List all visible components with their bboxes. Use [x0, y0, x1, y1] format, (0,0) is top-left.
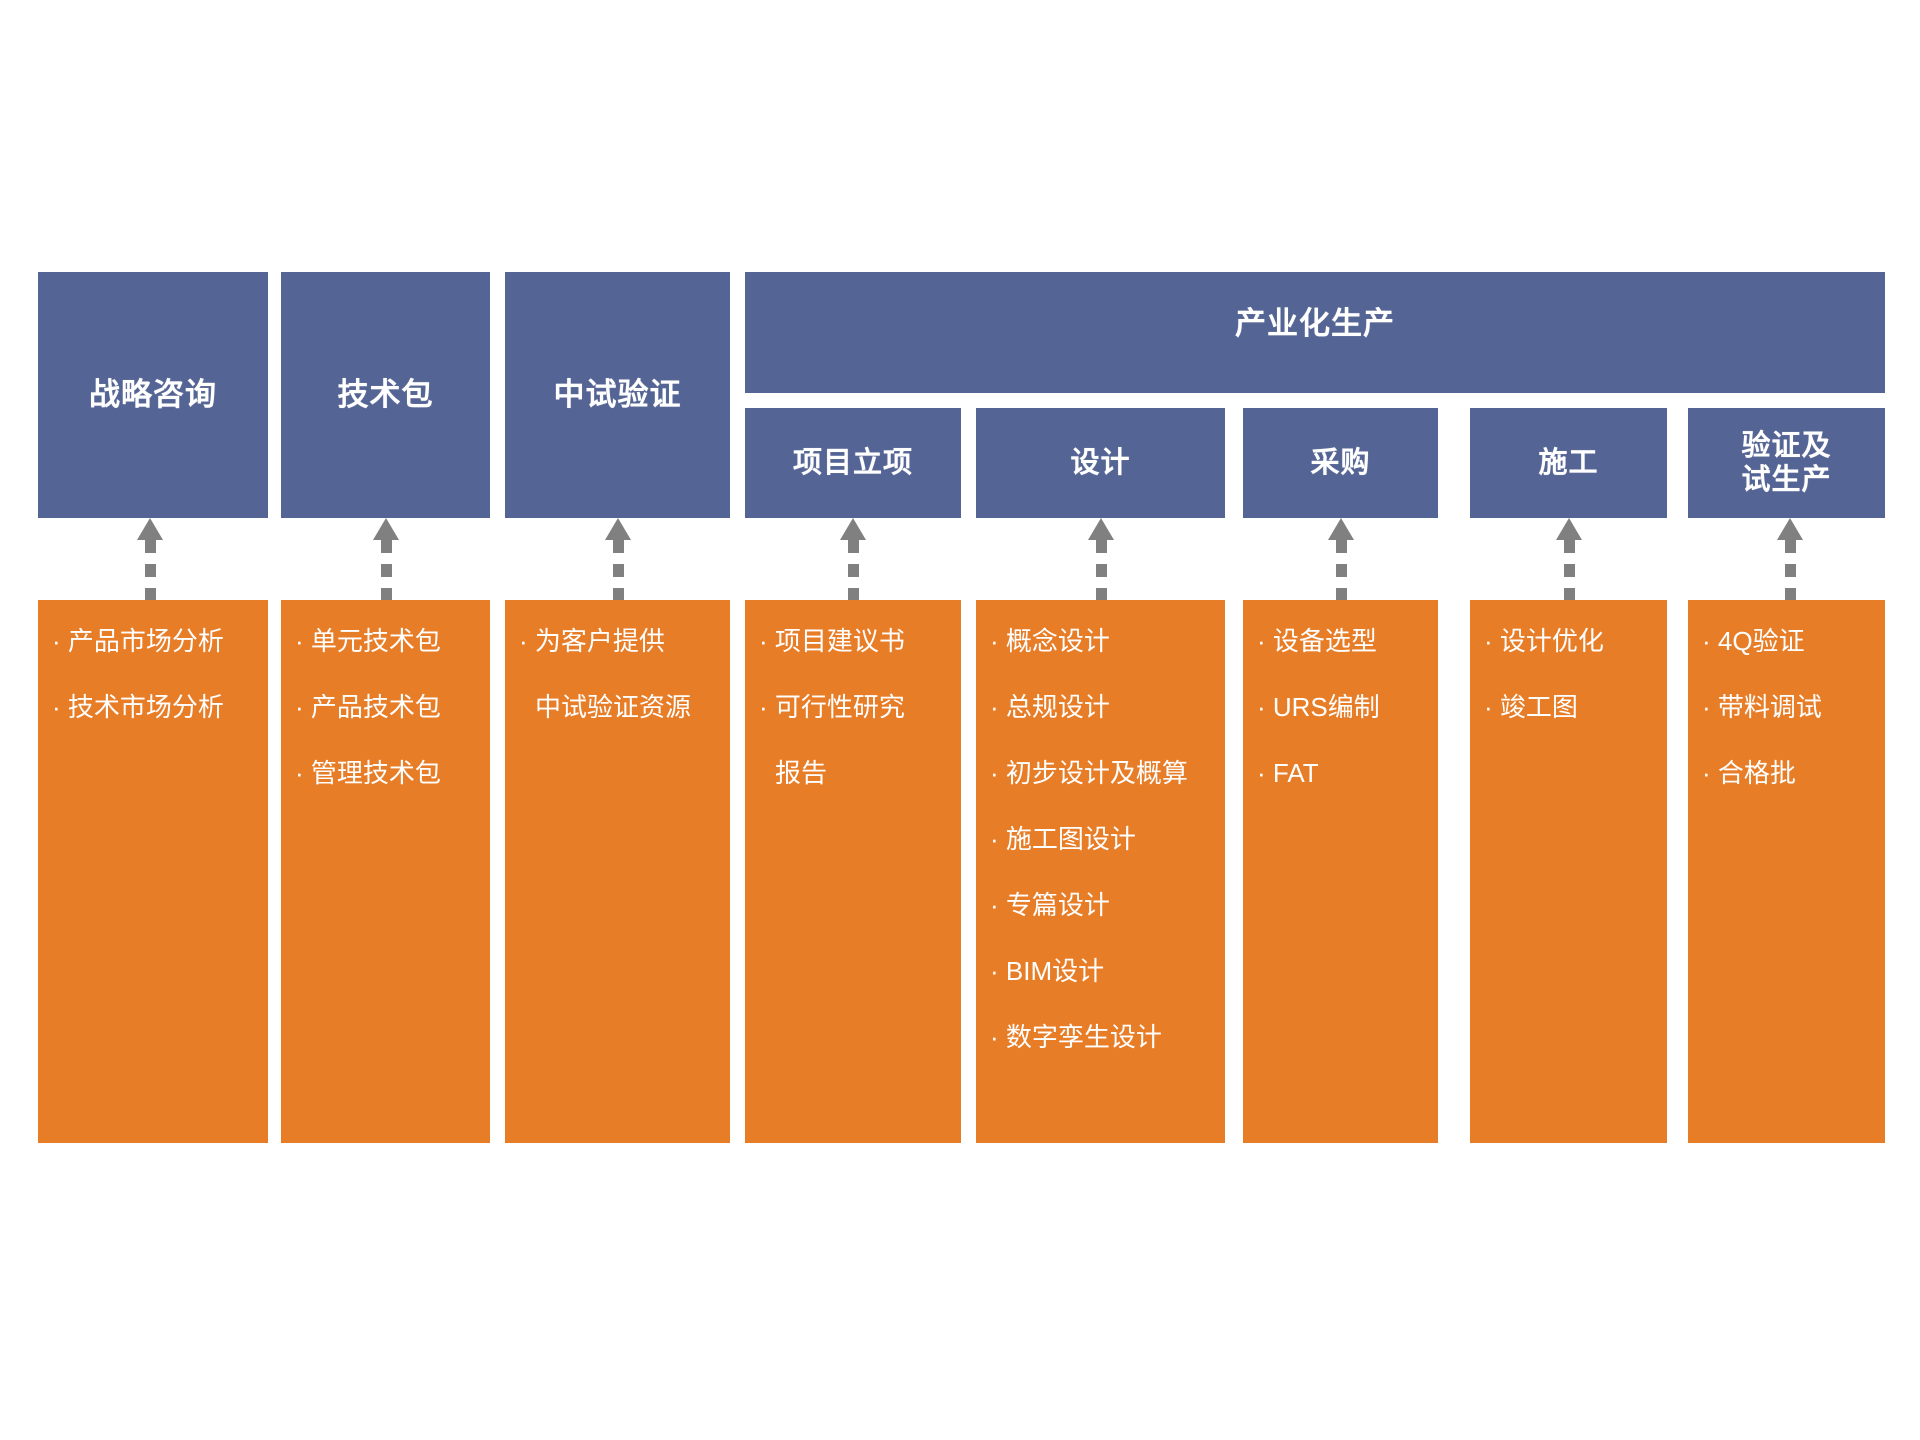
- stage-details-technology-package[interactable]: · 单元技术包 · 产品技术包 · 管理技术包: [281, 600, 490, 1143]
- list-item: · 可行性研究: [759, 692, 905, 722]
- list-item: · 数字孪生设计: [990, 1022, 1162, 1052]
- industrialization-banner-label: 产业化生产: [1235, 306, 1395, 341]
- list-item: · 专篇设计: [990, 890, 1110, 920]
- list-item: · 技术市场分析: [52, 692, 224, 722]
- stage-header-label: 设计: [1070, 446, 1131, 479]
- stage-header-label-line2: 试生产: [1741, 464, 1832, 496]
- list-item: · 施工图设计: [990, 824, 1136, 854]
- stage-header-validation-trial-production[interactable]: 验证及 试生产: [1688, 408, 1885, 518]
- stage-header-technology-package[interactable]: 技术包: [281, 272, 490, 518]
- stage-details-validation-trial-production[interactable]: · 4Q验证 · 带料调试 · 合格批: [1688, 600, 1885, 1143]
- stage-header-label: 技术包: [337, 376, 434, 412]
- detail-list: · 4Q验证 · 带料调试 · 合格批: [1688, 628, 1885, 786]
- arrow-head-icon: [605, 518, 631, 540]
- stage-details-pilot-verification[interactable]: · 为客户提供 中试验证资源: [505, 600, 730, 1143]
- list-item: · 竣工图: [1484, 692, 1578, 722]
- detail-list: · 设备选型 · URS编制 · FAT: [1243, 628, 1438, 786]
- stage-header-label-line1: 验证及: [1741, 429, 1832, 462]
- stage-header-label: 验证及 试生产: [1741, 429, 1831, 497]
- stage-header-label: 采购: [1310, 446, 1371, 479]
- list-item: · 概念设计: [990, 626, 1110, 656]
- list-item: · 初步设计及概算: [990, 758, 1188, 788]
- list-item: 中试验证资源: [535, 692, 692, 722]
- stage-details-design[interactable]: · 概念设计 · 总规设计 · 初步设计及概算 · 施工图设计 · 专篇设计 ·…: [976, 600, 1225, 1143]
- list-item: · 单元技术包: [295, 626, 441, 656]
- list-item: · 合格批: [1702, 758, 1796, 788]
- arrow-head-icon: [840, 518, 866, 540]
- stage-header-project-initiation[interactable]: 项目立项: [745, 408, 961, 518]
- list-item: · 带料调试: [1702, 692, 1822, 722]
- arrow-head-icon: [1777, 518, 1803, 540]
- detail-list: · 设计优化 · 竣工图: [1470, 628, 1667, 720]
- stage-header-design[interactable]: 设计: [976, 408, 1225, 518]
- arrow-head-icon: [373, 518, 399, 540]
- stage-header-procurement[interactable]: 采购: [1243, 408, 1438, 518]
- arrow-head-icon: [137, 518, 163, 540]
- list-item: · URS编制: [1257, 692, 1380, 722]
- list-item: · 项目建议书: [759, 626, 905, 656]
- list-item: · 为客户提供: [519, 626, 665, 656]
- industrialization-banner[interactable]: 产业化生产: [745, 272, 1885, 393]
- detail-list: · 概念设计 · 总规设计 · 初步设计及概算 · 施工图设计 · 专篇设计 ·…: [976, 628, 1225, 1050]
- list-item: 报告: [775, 758, 828, 788]
- stage-details-strategy-consulting[interactable]: · 产品市场分析 · 技术市场分析: [38, 600, 268, 1143]
- stage-details-construction[interactable]: · 设计优化 · 竣工图: [1470, 600, 1667, 1143]
- stage-details-procurement[interactable]: · 设备选型 · URS编制 · FAT: [1243, 600, 1438, 1143]
- stage-header-strategy-consulting[interactable]: 战略咨询: [38, 272, 268, 518]
- detail-list: · 为客户提供 中试验证资源: [505, 628, 730, 720]
- detail-list: · 单元技术包 · 产品技术包 · 管理技术包: [281, 628, 490, 786]
- list-item: · 设计优化: [1484, 626, 1604, 656]
- stage-header-label: 施工: [1538, 446, 1599, 479]
- stage-header-construction[interactable]: 施工: [1470, 408, 1667, 518]
- list-item: · 总规设计: [990, 692, 1110, 722]
- arrow-head-icon: [1088, 518, 1114, 540]
- arrow-head-icon: [1328, 518, 1354, 540]
- detail-list: · 产品市场分析 · 技术市场分析: [38, 628, 268, 720]
- list-item: · 产品技术包: [295, 692, 441, 722]
- arrow-head-icon: [1556, 518, 1582, 540]
- list-item: · 4Q验证: [1702, 626, 1805, 656]
- stage-header-label: 中试验证: [553, 376, 682, 412]
- list-item: · 产品市场分析: [52, 626, 224, 656]
- detail-list: · 项目建议书 · 可行性研究 报告: [745, 628, 961, 786]
- list-item: · 设备选型: [1257, 626, 1377, 656]
- stage-details-project-initiation[interactable]: · 项目建议书 · 可行性研究 报告: [745, 600, 961, 1143]
- stage-header-pilot-verification[interactable]: 中试验证: [505, 272, 730, 518]
- list-item: · 管理技术包: [295, 758, 441, 788]
- stage-header-label: 战略咨询: [89, 376, 217, 412]
- stage-header-label: 项目立项: [792, 446, 913, 479]
- list-item: · FAT: [1257, 758, 1319, 788]
- list-item: · BIM设计: [990, 956, 1105, 986]
